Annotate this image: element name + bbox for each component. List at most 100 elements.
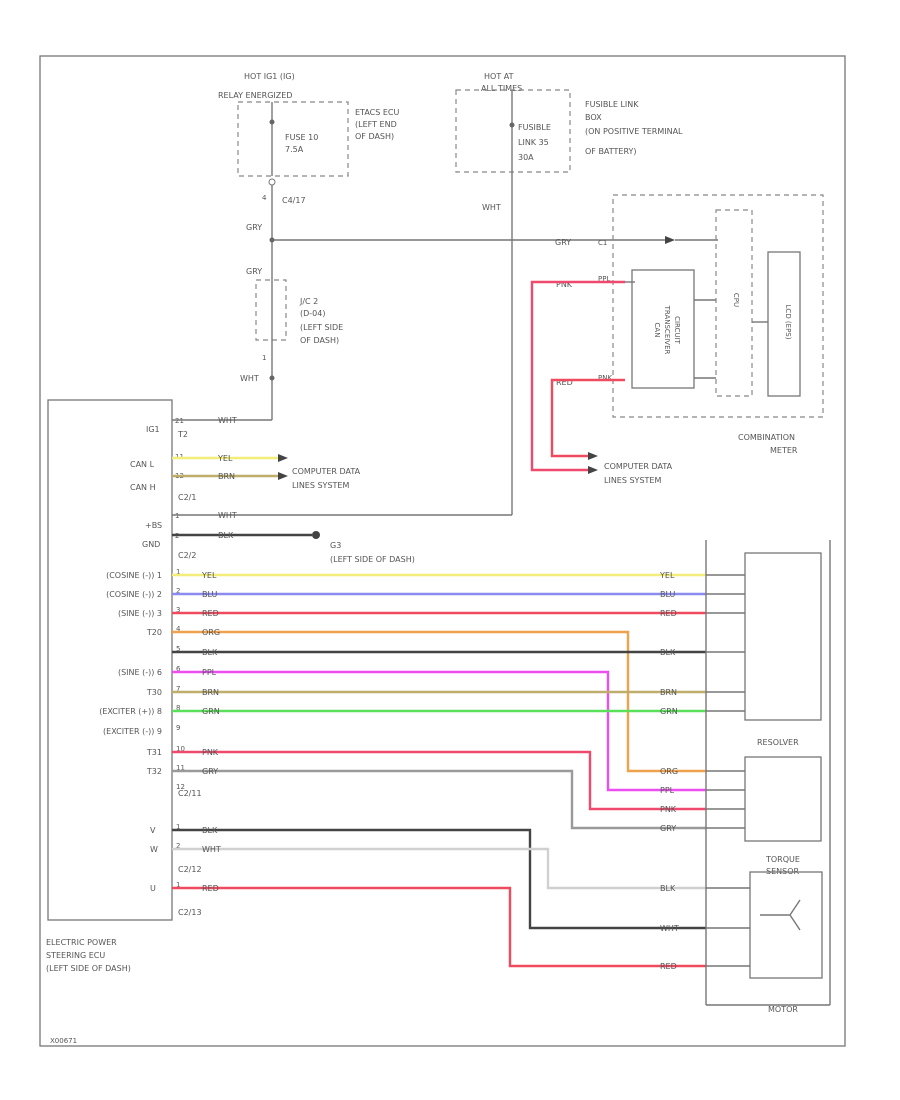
lower-pin-num-3: 12 xyxy=(176,783,185,791)
diagram-frame xyxy=(39,55,846,1047)
fuse1-dot xyxy=(269,119,275,125)
hot2-label: HOT AT xyxy=(484,72,514,81)
cpu-box xyxy=(715,209,753,397)
can-label-2: TRANSCEIVER xyxy=(663,305,671,355)
wire-gry-1: GRY xyxy=(246,223,262,232)
pin-label-1: (COSINE (-)) 1 xyxy=(106,571,162,580)
wire-gry-2: GRY xyxy=(246,267,262,276)
conn-num-4: 4 xyxy=(262,194,267,202)
pin-canh: CAN H xyxy=(130,483,156,492)
cdl1-label-2: LINES SYSTEM xyxy=(292,481,349,490)
can-label-3: CIRCUIT xyxy=(673,316,681,345)
wire-row-4 xyxy=(172,630,706,773)
pin-label-9: (EXCITER (-)) 9 xyxy=(103,727,162,736)
pin-ig1: IG1 xyxy=(146,425,160,434)
fl-label-3: (ON POSITIVE TERMINAL xyxy=(585,127,683,136)
wire-blk-gnd: BLK xyxy=(218,531,234,540)
wire-rlabel-row-7: BRN xyxy=(660,688,677,697)
fuse2-dot xyxy=(509,122,515,128)
lower-wire-label-2: GRY xyxy=(202,767,218,776)
wire-label-row-7: BRN xyxy=(202,688,219,697)
lower-pin-num-2: 11 xyxy=(176,764,185,772)
wire-pnk-top: PNK xyxy=(556,280,573,289)
conn-c4-label: C4/17 xyxy=(282,196,306,205)
jc-label-4: OF DASH) xyxy=(300,336,339,345)
wire-rlabel-row-1: YEL xyxy=(659,571,675,580)
motor-wire-3 xyxy=(172,886,706,968)
motor-wire-label-1: BLK xyxy=(202,826,218,835)
jc-label-2: (D-04) xyxy=(300,309,325,318)
wire-label-row-6: PPL xyxy=(202,668,217,677)
fuse1-label: FUSE 10 xyxy=(285,133,318,142)
ecu-name-2: STEERING ECU xyxy=(46,951,105,960)
pin-num-row-2: 2 xyxy=(176,587,180,595)
lower-rlabel-1: ORG xyxy=(660,767,678,776)
hot1-label: HOT IG1 (IG) xyxy=(244,72,295,81)
fl-label-1: FUSIBLE LINK xyxy=(585,100,639,109)
conn-c22-label: C2/2 xyxy=(178,551,196,560)
pin-label-8: (EXCITER (+)) 8 xyxy=(99,707,162,716)
wire-gry-3: GRY xyxy=(555,238,571,247)
lower-rlabel-2: PPL xyxy=(660,786,675,795)
lower-rlabel-3: PNK xyxy=(660,805,677,814)
footer-code: X00671 xyxy=(50,1037,77,1045)
wire-label-row-2: BLU xyxy=(202,590,218,599)
motor-pin-label-3: U xyxy=(150,884,156,893)
lower-wire-1 xyxy=(172,750,706,811)
lower-pin-label-1: T31 xyxy=(146,748,162,757)
motor-wire-2 xyxy=(172,847,706,890)
lower-pin-label-2: T32 xyxy=(146,767,162,776)
pin-label-3: (SINE (-)) 3 xyxy=(118,609,162,618)
pin-t2: T2 xyxy=(177,430,188,439)
wire-wht-top: WHT xyxy=(482,203,501,212)
cpu-label: CPU xyxy=(732,293,740,307)
wire-label-row-8: GRN xyxy=(202,707,220,716)
motor-wire-label-3: RED xyxy=(202,884,219,893)
pin-num-row-4: 4 xyxy=(176,625,181,633)
wire-wht-b: WHT xyxy=(218,511,237,520)
pin-label-2: (COSINE (-)) 2 xyxy=(106,590,162,599)
wire-wht-2: WHT xyxy=(240,374,259,383)
cdl1-label-1: COMPUTER DATA xyxy=(292,467,361,476)
can-label-1: CAN xyxy=(653,323,661,338)
gry-arrow xyxy=(665,236,675,244)
fuse2-label: FUSIBLE xyxy=(518,123,551,132)
pin-num-21: 21 xyxy=(175,417,184,425)
pin-num-1: 1 xyxy=(175,512,179,520)
motor-wire-label-2: WHT xyxy=(202,845,221,854)
pin-label-6: (SINE (-)) 6 xyxy=(118,668,162,677)
ig1-dot xyxy=(269,375,275,381)
ground-symbol xyxy=(312,531,320,539)
etacs-ecu-box xyxy=(237,101,349,177)
hot2-sub-label: ALL TIMES xyxy=(481,84,522,93)
pin-num-row-8: 8 xyxy=(176,704,180,712)
wire-yel-can: YEL xyxy=(217,454,233,463)
eps-ecu-box xyxy=(47,399,173,921)
lcd-box xyxy=(767,251,801,397)
wire-rlabel-row-5: BLK xyxy=(660,648,676,657)
motor-rlabel-1: WHT xyxy=(660,924,679,933)
meter-pin-ppl: PPL xyxy=(598,275,610,283)
wire-brn-can: BRN xyxy=(218,472,235,481)
meter-pin-pnk: PNK xyxy=(598,374,612,382)
ground-label-1: G3 xyxy=(330,541,341,550)
wire-red-top: RED xyxy=(556,378,573,387)
motor-pin-num-1: 1 xyxy=(176,823,180,831)
ecu-label-2: (LEFT END xyxy=(355,120,397,129)
wire-rlabel-row-2: BLU xyxy=(660,590,676,599)
cdl2-arrow-1 xyxy=(588,452,598,460)
pin-num-row-1: 1 xyxy=(176,568,180,576)
motor-rlabel-2: BLK xyxy=(660,884,676,893)
conn-c213-label: C2/13 xyxy=(178,908,202,917)
pin-num-row-9: 9 xyxy=(176,724,180,732)
conn-c212-label: C2/12 xyxy=(178,865,202,874)
combo-label-1: COMBINATION xyxy=(738,433,795,442)
pin-gnd: GND xyxy=(142,540,160,549)
fuse1-term xyxy=(268,178,276,186)
hot1-sub-label: RELAY ENERGIZED xyxy=(218,91,292,100)
pin-num-row-7: 7 xyxy=(176,685,180,693)
wire-rlabel-row-8: GRN xyxy=(660,707,678,716)
jc2-box xyxy=(255,279,287,341)
motor-pin-num-3: 1 xyxy=(176,881,180,889)
